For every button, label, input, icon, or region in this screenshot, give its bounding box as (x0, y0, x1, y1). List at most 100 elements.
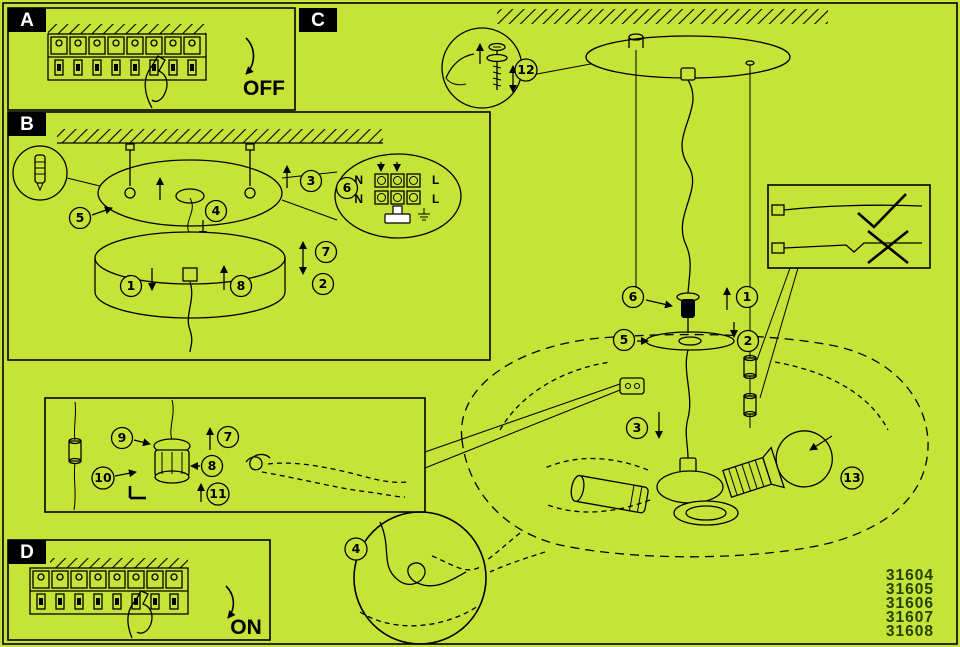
ceiling-cup-drawing (645, 331, 735, 351)
socket-assembly-drawing (153, 399, 191, 484)
neutral-label: N (354, 173, 363, 187)
model-number: 31607 (886, 609, 934, 626)
cord-toggle-drawing (68, 401, 82, 511)
panel-b: B (7, 111, 491, 361)
cord-knot-drawing (359, 521, 483, 627)
callout-2-number: 2 (319, 276, 328, 291)
callout-13: 13 (840, 466, 864, 490)
screw-drawing (486, 42, 508, 90)
callout-1-number: 1 (127, 278, 136, 293)
ceiling-canopy-drawing (585, 33, 791, 81)
hand-icon (144, 55, 168, 109)
panel-c-label: C (299, 8, 337, 32)
callout-9: 9 (110, 426, 134, 450)
check-icon (857, 193, 907, 229)
wall-plug-detail (12, 145, 109, 201)
callout-11: 11 (206, 482, 230, 506)
panel-a-label: A (8, 8, 46, 32)
right-arrow-icon (91, 206, 113, 216)
leader-line (424, 389, 621, 469)
callout-5b: 5 (612, 328, 636, 352)
model-number: 31604 (886, 567, 934, 584)
knot-detail-circle (353, 511, 487, 645)
strain-relief-plug-icon (384, 205, 411, 224)
callout-3b: 3 (625, 416, 649, 440)
callout-9-number: 9 (118, 430, 127, 445)
callout-8: 8 (229, 274, 253, 298)
callout-2-number: 2 (744, 333, 753, 348)
callout-8-number: 8 (237, 278, 246, 293)
allen-key-icon (128, 486, 146, 500)
ground-symbol-icon (418, 208, 430, 221)
cord-knot-scribble (245, 453, 409, 498)
callout-6: 6 (335, 176, 359, 200)
correct-incorrect-box (756, 184, 931, 399)
model-numbers: 31604 31605 31606 31607 31608 (886, 567, 934, 640)
callout-4: 4 (204, 199, 228, 223)
ceiling-hatch (57, 129, 383, 143)
ceiling-hatch (497, 9, 828, 24)
callout-1b: 1 (735, 285, 759, 309)
socket-detail-box (44, 397, 426, 513)
callout-7-number: 7 (322, 244, 331, 259)
callout-8-number: 8 (208, 458, 217, 473)
canopy-drawing (94, 231, 286, 353)
callout-4b: 4 (344, 537, 368, 561)
model-number: 31606 (886, 595, 934, 612)
callout-7b: 7 (216, 425, 240, 449)
callout-6b: 6 (621, 285, 645, 309)
callout-5-number: 5 (620, 332, 629, 347)
cord-adjusters (743, 354, 757, 418)
right-arrow-icon (645, 299, 673, 309)
callout-1-number: 1 (743, 289, 752, 304)
callout-4-number: 4 (212, 203, 221, 218)
callout-2b: 2 (736, 329, 760, 353)
model-number: 31608 (886, 623, 934, 640)
callout-5: 5 (68, 206, 92, 230)
callout-7: 7 (314, 240, 338, 264)
panel-a-letter: A (20, 10, 34, 31)
callout-10: 10 (91, 466, 115, 490)
callout-10-number: 10 (94, 470, 112, 485)
pilot-wire (187, 197, 193, 235)
breaker-panel-drawing-d (29, 558, 189, 639)
right-arrow-icon (133, 438, 151, 447)
callout-12-number: 12 (517, 62, 534, 77)
breaker-panel-drawing-a (47, 24, 207, 109)
power-on-label: ON (230, 616, 262, 639)
mounting-bracket-drawing (97, 143, 283, 235)
neutral-label: N (354, 192, 363, 206)
ring-socket (673, 500, 739, 526)
leader-line (424, 383, 621, 453)
hand-icon (127, 590, 153, 639)
panel-c-letter: C (311, 10, 325, 31)
callout-13-number: 13 (843, 470, 860, 485)
panel-b-letter: B (20, 114, 34, 135)
callout-8b: 8 (200, 454, 224, 478)
cable-grip-drawing (676, 292, 700, 318)
callout-12: 12 (514, 58, 538, 82)
callout-6-number: 6 (343, 180, 352, 195)
callout-1: 1 (119, 274, 143, 298)
lamp-cluster (544, 430, 833, 526)
ceiling-hatch (48, 24, 206, 34)
live-label: L (432, 173, 439, 187)
model-number: 31605 (886, 581, 934, 598)
callout-3-number: 3 (633, 420, 642, 435)
callout-3: 3 (299, 169, 323, 193)
lampshade-outline (460, 333, 929, 573)
panel-d-letter: D (20, 542, 34, 563)
bulb-drawing (722, 430, 833, 499)
panel-d-label: D (8, 540, 46, 564)
callout-4-number: 4 (352, 541, 361, 556)
power-cable (187, 281, 193, 353)
panel-c: C (299, 8, 931, 573)
hidden-wire (544, 457, 649, 471)
socket-drawing (570, 474, 649, 514)
panel-a: A OFF (7, 7, 296, 111)
leader-line (759, 267, 799, 399)
ceiling-hatch (50, 558, 188, 568)
hub-body (656, 470, 724, 504)
hidden-wire (547, 499, 651, 513)
